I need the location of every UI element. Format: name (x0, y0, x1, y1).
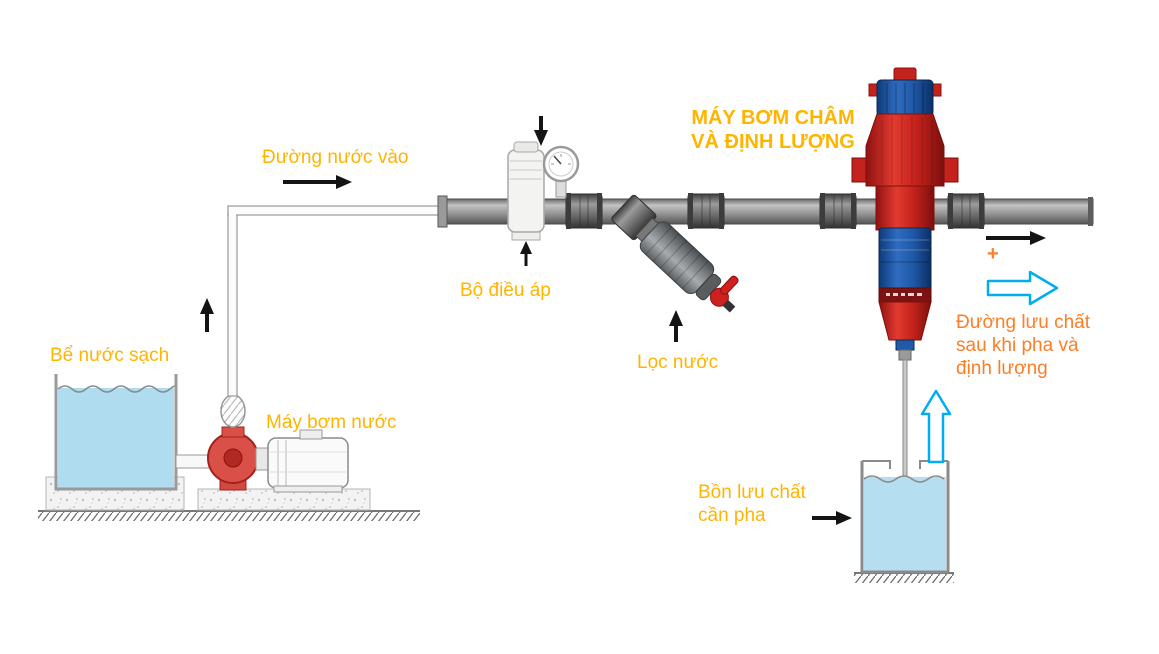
arrow-outlet-right (986, 231, 1046, 245)
arrow-inlet-right (283, 175, 352, 189)
arrow-up-regulator-label (520, 241, 532, 266)
arrow-up-filter-label (669, 310, 683, 342)
label-clean-water-tank: Bể nước sạch (50, 345, 170, 366)
pipe-coupling-1 (565, 193, 603, 229)
filter-drain-valve (709, 275, 739, 313)
dosing-pump (851, 67, 959, 361)
label-dosing-pump-title-line1: MÁY BƠM CHÂM (691, 107, 855, 129)
label-chemical-tank-line1: Bồn lưu chất (698, 482, 806, 503)
label-outlet-line: Đường lưu chất sau khi pha và định lượng (956, 311, 1090, 380)
label-water-pump: Máy bơm nước (266, 412, 397, 433)
inlet-pipe-run (227, 205, 445, 397)
cyan-arrow-outlet (986, 270, 1059, 306)
pressure-gauge (542, 145, 580, 183)
chemical-tank (860, 460, 950, 574)
arrow-up-inlet-pipe (200, 298, 214, 332)
label-dosing-pump-title-line2: VÀ ĐỊNH LƯỢNG (691, 131, 855, 153)
pipe-coupling-4 (947, 193, 985, 229)
clean-water-tank (54, 374, 178, 491)
label-outlet-line-line3: định lượng (956, 358, 1048, 379)
arrow-chemical-tank (812, 511, 852, 525)
ground-right (854, 572, 954, 583)
label-chemical-tank: Bồn lưu chất cần pha (698, 481, 806, 527)
arrow-down-regulator (534, 116, 548, 146)
label-plus-sign: + (987, 243, 999, 265)
pump-motor (267, 429, 349, 493)
pipe-coupling-2 (687, 193, 725, 229)
label-pressure-regulator: Bộ điều áp (460, 280, 551, 301)
pressure-regulator (507, 141, 567, 241)
water-filter (611, 194, 739, 313)
label-water-inlet-line: Đường nước vào (262, 147, 409, 168)
pipe-coupling-3 (819, 193, 857, 229)
water-pump (207, 394, 269, 491)
cyan-arrow-suction (920, 389, 952, 464)
ground-left (38, 510, 420, 521)
label-outlet-line-line1: Đường lưu chất (956, 312, 1091, 333)
label-chemical-tank-line2: cần pha (698, 505, 766, 526)
label-outlet-line-line2: sau khi pha và (956, 335, 1079, 356)
label-dosing-pump-title: MÁY BƠM CHÂM VÀ ĐỊNH LƯỢNG (663, 106, 883, 154)
label-water-filter: Lọc nước (637, 352, 719, 373)
